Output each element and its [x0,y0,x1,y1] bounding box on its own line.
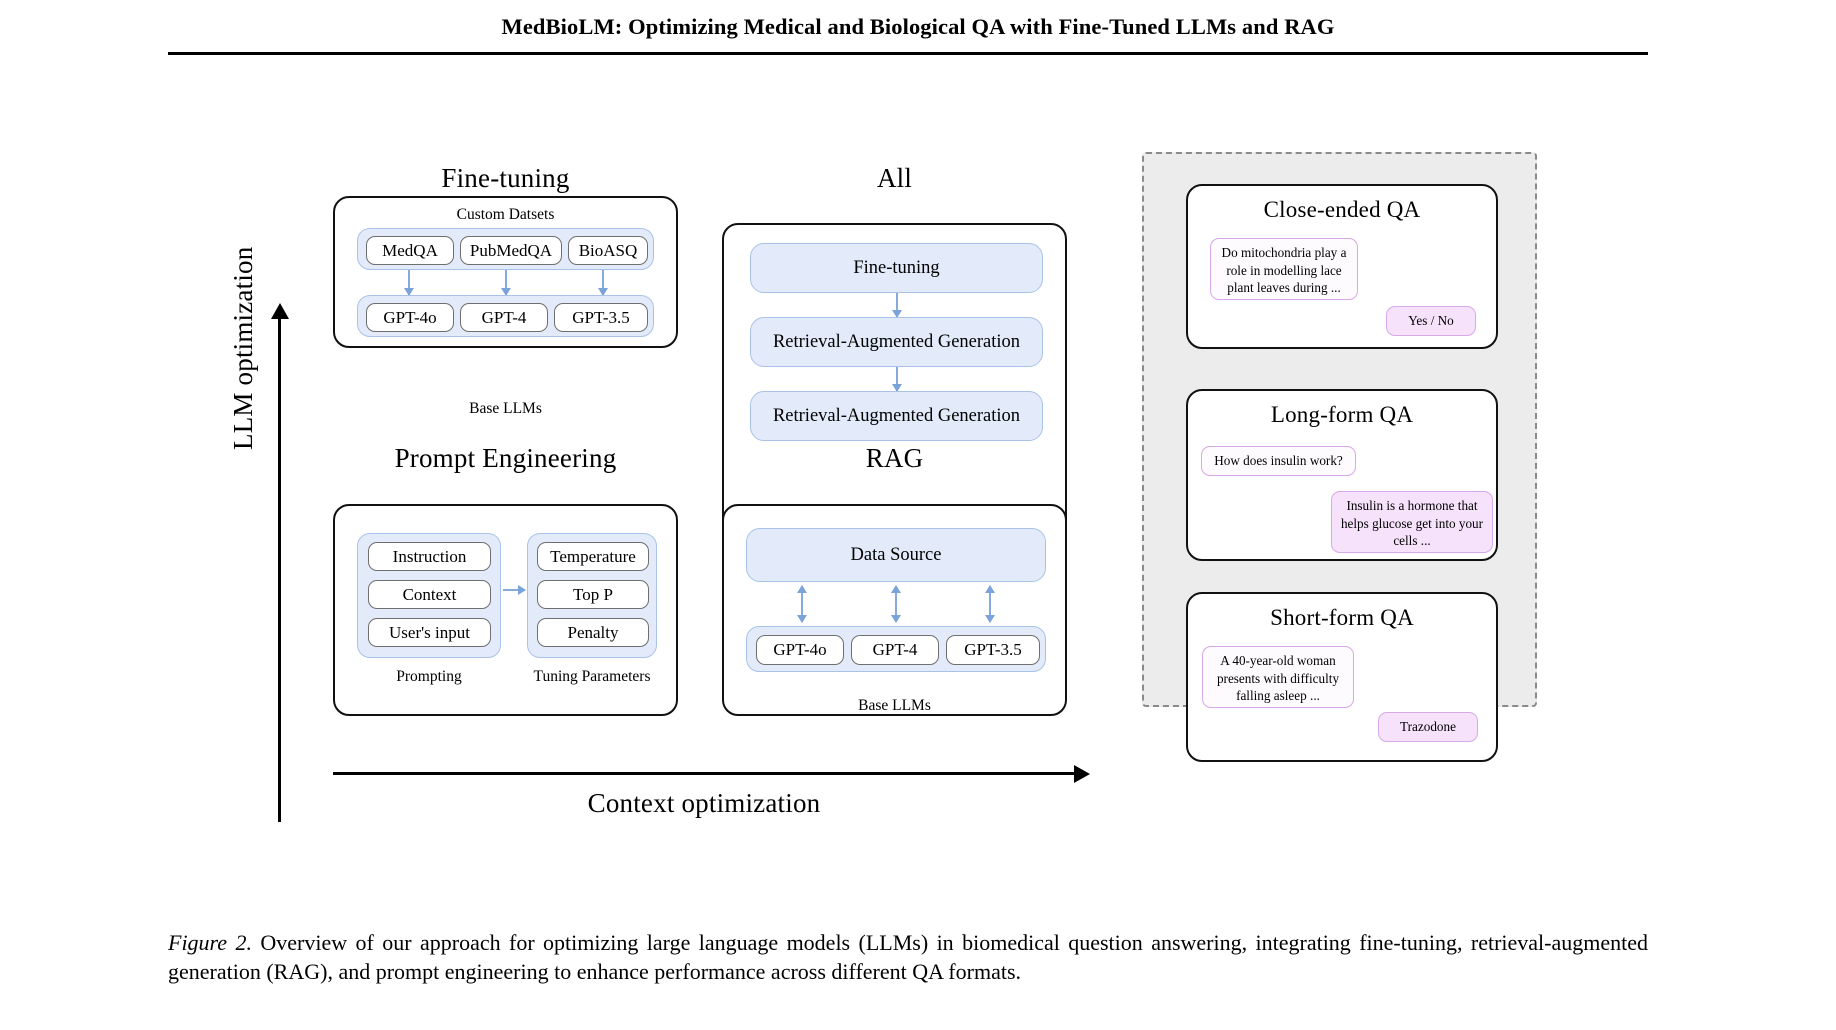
chip-param-top-p[interactable]: Top P [537,580,649,609]
group-base-llms-ft: GPT-4o GPT-4 GPT-3.5 [357,295,654,337]
panel-caption-base-llms-rag: Base LLMs [858,697,931,714]
header-divider [168,52,1648,55]
figure-caption-body: Overview of our approach for optimizing … [168,930,1648,985]
group-custom-datasets: MedQA PubMedQA BioASQ [357,228,654,270]
arrow-down-dataset-2 [500,270,512,296]
qa-card-close-ended: Close-ended QA Do mitochondria play a ro… [1186,184,1498,349]
qa-card-short-form: Short-form QA A 40-year-old woman presen… [1186,592,1498,762]
arrow-updown-rag-1 [796,585,808,623]
chip-model-gpt4-ft[interactable]: GPT-4 [460,303,548,332]
panel-rag: Data Source GPT-4o GPT-4 GPT-3.5 [722,504,1067,716]
qa-card-title-short-form: Short-form QA [1270,605,1414,630]
chip-prompt-instruction[interactable]: Instruction [368,542,491,571]
qa-card-title-close-ended: Close-ended QA [1263,197,1421,222]
quadrant-title-prompt-engineering: Prompt Engineering [394,443,617,473]
panel-fine-tuning: Custom Datsets MedQA PubMedQA BioASQ GPT… [333,196,678,348]
qa-card-title-long-form: Long-form QA [1270,402,1414,427]
group-base-llms-rag: GPT-4o GPT-4 GPT-3.5 [746,626,1046,672]
qa-examples-panel: Close-ended QA Do mitochondria play a ro… [1142,152,1537,762]
chip-model-gpt4-rag[interactable]: GPT-4 [851,635,939,665]
chip-model-gpt4o-ft[interactable]: GPT-4o [366,303,454,332]
stage-all-rag-2[interactable]: Retrieval-Augmented Generation [750,391,1043,441]
x-axis-label: Context optimization [587,788,821,818]
panel-caption-custom-datasets: Custom Datsets [456,206,555,223]
figure-caption: Figure 2. Overview of our approach for o… [168,928,1648,987]
chip-param-temperature[interactable]: Temperature [537,542,649,571]
chip-model-gpt35-rag[interactable]: GPT-3.5 [946,635,1040,665]
figure-2-diagram: LLM optimization Context optimization Fi… [0,100,1836,822]
stage-all-fine-tuning[interactable]: Fine-tuning [750,243,1043,293]
quadrant-title-rag: RAG [865,443,924,473]
y-axis-arrow [270,303,289,822]
chip-param-penalty[interactable]: Penalty [537,618,649,647]
panel-caption-tuning-parameters: Tuning Parameters [533,668,651,685]
arrow-right-prompting-to-tuning [503,584,526,596]
chip-dataset-medqa[interactable]: MedQA [366,236,454,265]
x-axis-arrow [333,764,1090,783]
arrow-down-dataset-3 [597,270,609,296]
arrow-down-all-1 [891,293,903,318]
chip-prompt-users-input[interactable]: User's input [368,618,491,647]
group-prompting: Instruction Context User's input [357,533,501,658]
chip-dataset-pubmedqa[interactable]: PubMedQA [460,236,562,265]
qa-card-long-form: Long-form QA How does insulin work? Insu… [1186,389,1498,561]
chip-model-gpt35-ft[interactable]: GPT-3.5 [554,303,648,332]
chip-prompt-context[interactable]: Context [368,580,491,609]
qa-question-bubble-close-ended: Do mitochondria play a role in modelling… [1210,238,1358,300]
qa-answer-bubble-long-form: Insulin is a hormone that helps glucose … [1331,491,1493,553]
panel-prompt-engineering: Instruction Context User's input Tempera… [333,504,678,716]
figure-caption-lead: Figure 2. [168,930,252,955]
arrow-updown-rag-2 [890,585,902,623]
arrow-updown-rag-3 [984,585,996,623]
qa-question-bubble-long-form: How does insulin work? [1201,446,1356,476]
qa-question-bubble-short-form: A 40-year-old woman presents with diffic… [1202,646,1354,708]
qa-answer-bubble-close-ended: Yes / No [1386,306,1476,336]
page-title: MedBioLM: Optimizing Medical and Biologi… [501,14,1335,39]
panel-all: Fine-tuning Retrieval-Augmented Generati… [722,223,1067,541]
quadrant-title-fine-tuning: Fine-tuning [441,163,570,193]
chip-model-gpt4o-rag[interactable]: GPT-4o [756,635,844,665]
panel-caption-prompting: Prompting [396,668,462,685]
chip-dataset-bioasq[interactable]: BioASQ [568,236,648,265]
stage-all-rag-1[interactable]: Retrieval-Augmented Generation [750,317,1043,367]
arrow-down-dataset-1 [403,270,415,296]
page-header: MedBioLM: Optimizing Medical and Biologi… [0,14,1836,40]
qa-answer-bubble-short-form: Trazodone [1378,712,1478,742]
y-axis-label: LLM optimization [228,246,258,450]
panel-caption-base-llms-ft: Base LLMs [469,400,542,417]
group-tuning-parameters: Temperature Top P Penalty [527,533,657,658]
stage-rag-data-source[interactable]: Data Source [746,528,1046,582]
arrow-down-all-2 [891,367,903,392]
quadrant-title-all: All [876,163,913,193]
